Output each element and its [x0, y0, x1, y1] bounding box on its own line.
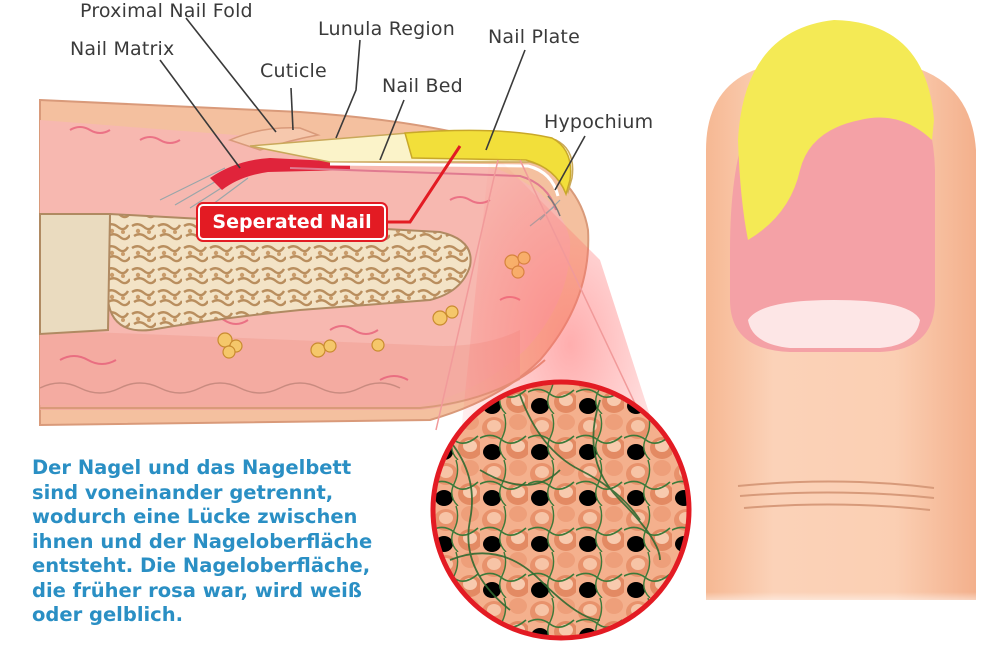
magnified-tissue-circle	[430, 379, 692, 641]
description-line: entsteht. Die Nageloberfläche,	[32, 554, 371, 577]
label-nail-matrix: Nail Matrix	[70, 38, 175, 60]
label-proximal-nail-fold: Proximal Nail Fold	[80, 0, 253, 22]
description-line: die früher rosa war, wird weiß	[32, 578, 362, 602]
callout-connector	[386, 145, 462, 224]
finger-front-view	[700, 20, 982, 610]
finger-cross-section	[39, 98, 590, 427]
description-line: sind voneinander getrennt,	[32, 480, 334, 504]
description-line: wodurch eine Lücke zwischen	[32, 505, 358, 528]
label-cuticle: Cuticle	[260, 60, 327, 82]
label-nail-plate: Nail Plate	[488, 26, 580, 48]
leader-lines	[159, 17, 586, 191]
label-nail-bed: Nail Bed	[382, 75, 463, 97]
description-line: oder gelblich.	[32, 603, 184, 626]
description-line: ihnen und der Nageloberfläche	[32, 529, 373, 553]
description-text: Der Nagel und das Nagelbett sind voneina…	[32, 456, 422, 628]
description-line: Der Nagel und das Nagelbett	[32, 456, 352, 479]
label-lunula-region: Lunula Region	[318, 18, 455, 40]
label-hypochium: Hypochium	[544, 111, 654, 133]
separated-nail-callout: Seperated Nail	[198, 204, 386, 240]
